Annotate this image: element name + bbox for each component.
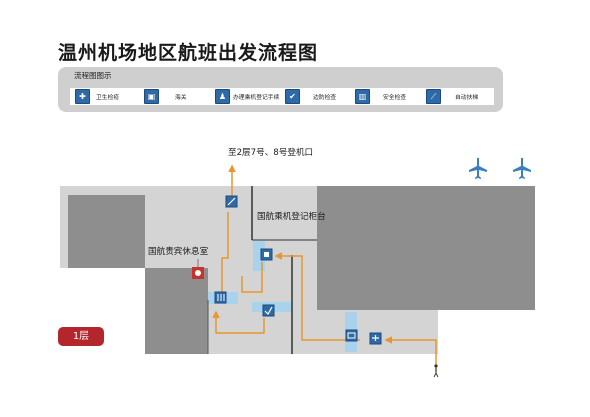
legend-caption: 流程图图示	[74, 71, 112, 80]
lower-left-block	[145, 268, 208, 354]
health-inspection-icon	[369, 332, 382, 345]
escalator-icon	[225, 195, 238, 208]
gate-direction-label: 至2层7号、8号登机口	[228, 148, 314, 158]
legend-label: 卫生检疫	[96, 95, 120, 101]
legend-label: 办理乘机登记手续	[233, 95, 280, 101]
legend-item-security: ▥ 安全检查	[355, 89, 406, 104]
airplane-icon	[469, 158, 487, 179]
floor-badge: 1层	[58, 327, 104, 346]
legend-item-escalator: ⟋ 自动扶梯	[426, 89, 478, 104]
legend-item-customs: ▣ 海关	[144, 89, 187, 104]
legend-panel: 流程图图示 ✚ 卫生检疫 ▣ 海关 ♟ 办理乘机登记手续 ✔ 边防检查 ▥ 安全…	[58, 67, 503, 112]
security-check-icon	[214, 291, 227, 304]
legend-strip: ✚ 卫生检疫 ▣ 海关 ♟ 办理乘机登记手续 ✔ 边防检查 ▥ 安全检查 ⟋ 自…	[70, 88, 494, 105]
customs-icon: ▣	[144, 89, 159, 104]
right-block	[317, 186, 535, 310]
border-control-icon	[262, 304, 275, 317]
border-control-icon: ✔	[285, 89, 300, 104]
route-path	[384, 336, 437, 372]
checkin-counter-label: 国航乘机登记柜台	[257, 212, 326, 222]
airplane-icon	[513, 158, 531, 179]
legend-item-checkin: ♟ 办理乘机登记手续	[215, 89, 279, 104]
legend-label: 海关	[175, 95, 187, 101]
page-title: 温州机场地区航班出发流程图	[58, 42, 319, 64]
legend-label: 边防检查	[313, 95, 337, 101]
legend-label: 自动扶梯	[455, 95, 479, 101]
vip-lounge-label: 国航贵宾休息室	[148, 247, 209, 257]
vip-lounge-icon	[192, 267, 204, 279]
check-in-icon	[260, 248, 273, 261]
gate-block	[252, 186, 317, 241]
legend-item-border: ✔ 边防检查	[285, 89, 336, 104]
legend-item-health: ✚ 卫生检疫	[75, 89, 119, 104]
security-check-icon: ▥	[355, 89, 370, 104]
left-block	[68, 195, 145, 268]
passenger-icon	[433, 364, 439, 378]
legend-label: 安全检查	[383, 95, 407, 101]
escalator-icon: ⟋	[426, 89, 441, 104]
check-in-icon: ♟	[215, 89, 230, 104]
health-inspection-icon: ✚	[75, 89, 90, 104]
customs-icon	[345, 329, 358, 342]
